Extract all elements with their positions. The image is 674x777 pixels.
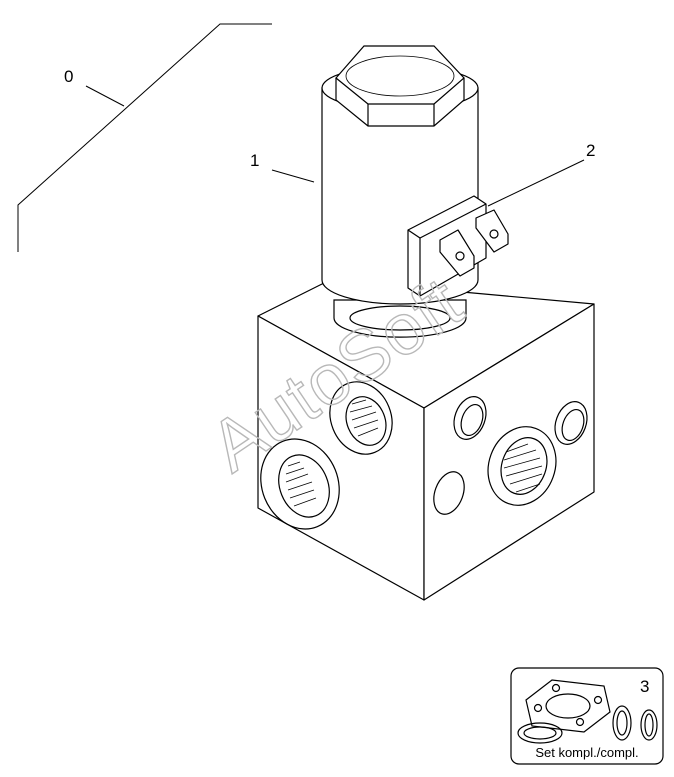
block-ports-left <box>260 381 393 530</box>
callout-1: 1 <box>250 151 259 170</box>
flange-gasket <box>525 679 611 733</box>
kit-box-frame <box>510 667 664 765</box>
callout-2: 2 <box>586 141 595 160</box>
o-rings <box>517 705 658 744</box>
thread-hatch-right <box>503 443 543 493</box>
coil-connector <box>407 195 509 297</box>
kit-box: 3 Set kompl./compl. <box>510 667 664 765</box>
assembly-bracket <box>17 23 272 252</box>
leader-lines <box>271 159 585 207</box>
block-ports-right <box>433 396 588 515</box>
thread-hatch-left <box>285 399 379 507</box>
callout-0: 0 <box>64 67 73 86</box>
callout-3: 3 <box>640 677 649 696</box>
kit-box-label: Set kompl./compl. <box>535 745 638 760</box>
